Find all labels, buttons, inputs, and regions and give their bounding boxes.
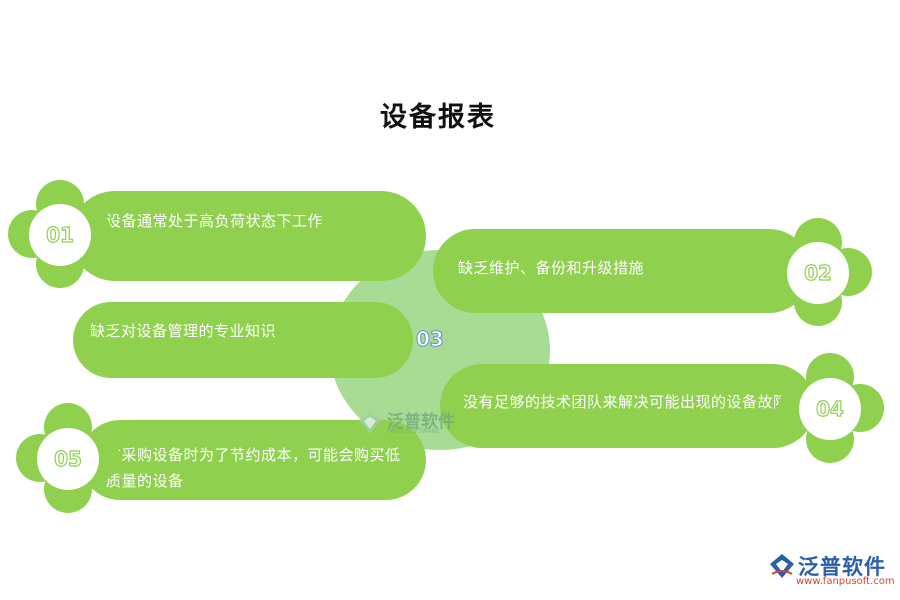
badge-core (37, 428, 99, 490)
item-02-text: 缺乏维护、备份和升级措施 (458, 259, 645, 277)
item-05-text: 在采购设备时为了节约成本，可能会购买低质量的设备 (106, 446, 401, 490)
badge-core (787, 242, 849, 304)
badge-02: 02 (766, 218, 872, 328)
brand-name: 泛普软件 (798, 555, 886, 579)
item-04-pill (440, 364, 815, 448)
watermark-subtext: FANPUSOFTWARE (387, 428, 440, 435)
item-03-text: 缺乏对设备管理的专业知识 (90, 322, 277, 340)
badge-05: 05 (16, 403, 120, 515)
watermark-text: 泛普软件 (387, 412, 455, 432)
badge-core (799, 378, 861, 440)
badge-04: 04 (778, 353, 884, 465)
badge-number: 02 (803, 260, 832, 285)
item-03-pill (73, 302, 413, 378)
badge-number: 05 (53, 446, 82, 471)
badge-core (29, 204, 91, 266)
item-04-text: 没有足够的技术团队来解决可能出现的设备故障 (463, 393, 789, 411)
badge-number: 04 (815, 396, 844, 421)
item-02-pill (433, 229, 811, 313)
badge-number: 01 (45, 222, 74, 247)
item-05-pill (80, 420, 426, 500)
item-01-text: 设备通常处于高负荷状态下工作 (106, 212, 324, 230)
brand-logo-icon (770, 554, 794, 578)
center-number: 03 (416, 327, 445, 352)
brand-url: www.fanpusoft.com (796, 576, 895, 587)
item-01-pill (70, 191, 426, 281)
watermark-logo-icon (359, 412, 381, 434)
badge-01: 01 (8, 180, 112, 290)
page-title: 设备报表 (380, 102, 496, 133)
